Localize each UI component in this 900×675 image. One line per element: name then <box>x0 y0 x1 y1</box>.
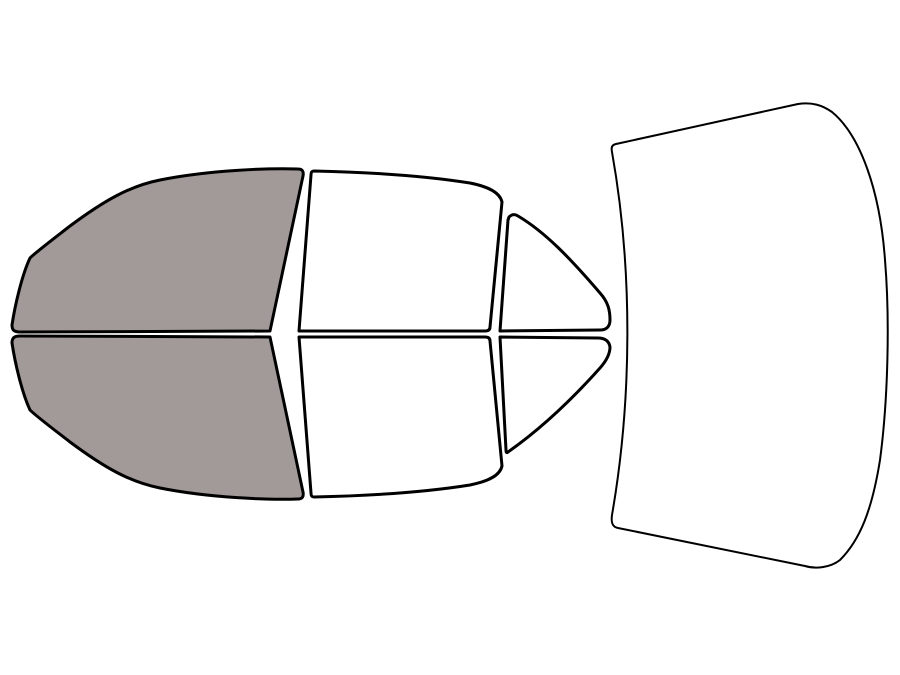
rear-door-window-upper[interactable] <box>297 169 504 333</box>
rear-door-window-lower[interactable] <box>297 335 504 499</box>
rear-windshield[interactable] <box>610 102 889 569</box>
quarter-window-upper[interactable] <box>498 213 612 333</box>
front-door-window-upper[interactable] <box>10 167 305 334</box>
quarter-window-lower[interactable] <box>498 335 612 455</box>
front-door-window-lower[interactable] <box>10 334 305 501</box>
